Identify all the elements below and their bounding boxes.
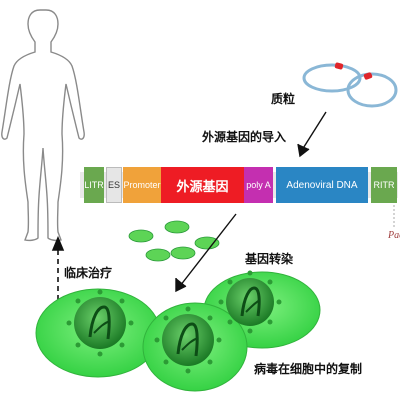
segment-adenoviral-label: Adenoviral DNA — [286, 179, 358, 191]
clinical-arrow — [51, 235, 65, 300]
segment-litr: LITR — [84, 167, 104, 203]
transfection-particles — [128, 220, 220, 262]
segment-ritr-label: RITR — [373, 180, 395, 190]
particle — [194, 236, 220, 250]
segment-ritr: RITR — [371, 167, 397, 203]
segment-polya-label: poly A — [246, 180, 271, 190]
transfection-arrow — [175, 213, 237, 293]
segment-adenoviral: Adenoviral DNA — [276, 167, 368, 203]
segment-gene-label: 外源基因 — [176, 179, 229, 195]
virus-particle — [66, 289, 134, 357]
human-silhouette — [1, 9, 85, 242]
label-clinical: 临床治疗 — [64, 266, 113, 280]
plasmid-ring-2 — [346, 72, 398, 108]
label-transfection: 基因转染 — [245, 252, 294, 266]
import-arrow — [297, 111, 327, 158]
particle — [128, 229, 154, 243]
segment-es: ES — [106, 167, 122, 203]
plasmid-ring-1 — [302, 62, 362, 93]
label-replication: 病毒在细胞中的复制 — [254, 362, 363, 376]
segment-gene: 外源基因 — [161, 167, 244, 203]
segment-polya: poly A — [244, 167, 273, 203]
segment-promoter: Promoter — [123, 167, 161, 203]
label-import: 外源基因的导入 — [202, 130, 287, 144]
label-pac: Pac — [388, 230, 400, 241]
segment-promoter-label: Promoter — [123, 180, 161, 190]
segment-litr-label: LITR — [84, 180, 104, 190]
segment-es-label: ES — [107, 180, 120, 190]
virus-particle — [154, 306, 222, 374]
particle — [170, 246, 196, 260]
particle — [164, 220, 190, 234]
label-plasmid: 质粒 — [271, 92, 296, 106]
virus-particle — [218, 270, 282, 334]
particle — [145, 248, 171, 262]
